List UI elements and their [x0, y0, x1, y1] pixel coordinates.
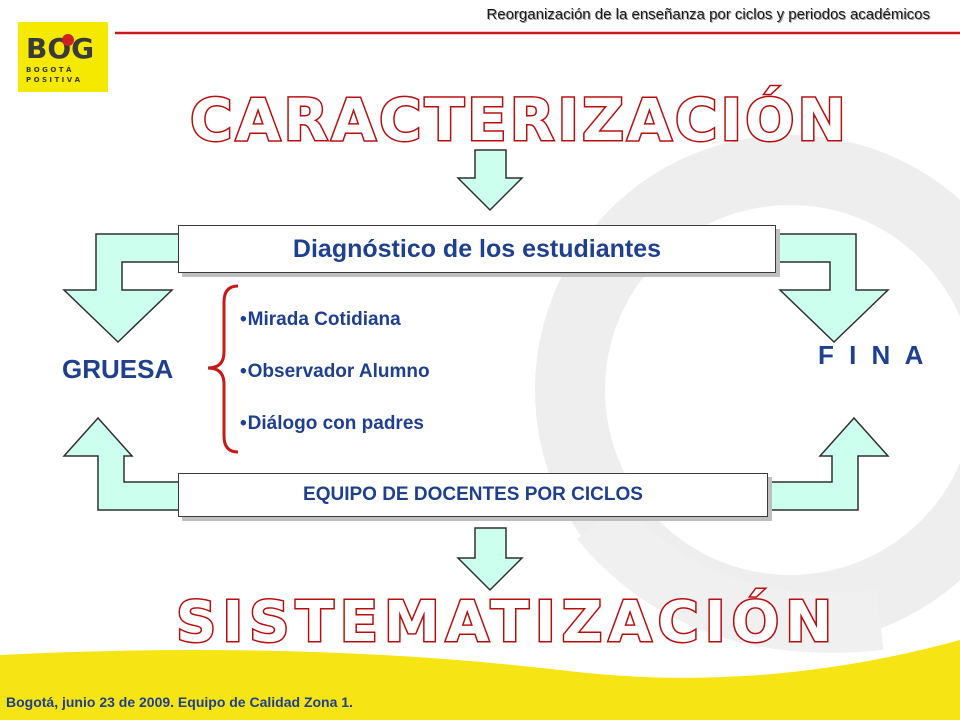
diagnostic-box: Diagnóstico de los estudiantes [178, 225, 776, 273]
footer-text: Bogotá, junio 23 de 2009. Equipo de Cali… [6, 694, 353, 710]
fina-label: F I N A [818, 340, 928, 370]
bullet-item: Mirada Cotidiana [240, 305, 430, 357]
team-box: EQUIPO DE DOCENTES POR CICLOS [178, 473, 768, 517]
arrow-down-top-icon [456, 149, 524, 212]
arrow-bend-top-left-icon [62, 233, 181, 344]
bullet-item: Diálogo con padres [240, 409, 430, 461]
arrow-down-bottom-icon [456, 527, 524, 592]
bullet-list: Mirada Cotidiana Observador Alumno Diálo… [240, 305, 430, 461]
plus-icon [62, 34, 74, 46]
sistematizacion-title: SISTEMATIZACIÓN [174, 589, 839, 657]
logo-letters: BOG [26, 32, 94, 65]
arrow-bend-bottom-right-icon [765, 416, 890, 511]
header-title: Reorganización de la enseñanza por ciclo… [486, 6, 930, 23]
caracterizacion-title: CARACTERIZACIÓN [189, 85, 849, 156]
arrow-bend-top-right-icon [773, 233, 890, 344]
svg-text:P O S I T I V A: P O S I T I V A [26, 76, 81, 84]
svg-text:B O G O T Á: B O G O T Á [26, 65, 72, 74]
bullet-item: Observador Alumno [240, 357, 430, 409]
brace-icon [207, 284, 239, 454]
gruesa-label: GRUESA [62, 354, 174, 384]
arrow-bend-bottom-left-icon [62, 416, 181, 511]
bog-logo: BOG B O G O T Á P O S I T I V A [18, 22, 108, 92]
